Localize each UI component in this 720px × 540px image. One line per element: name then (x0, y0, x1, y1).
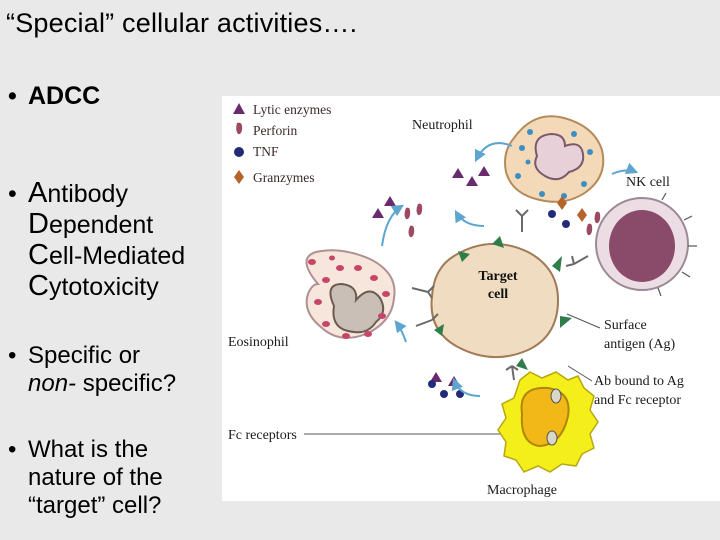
acronym-initial-c: C (28, 239, 49, 271)
acronym-word-dependent: ependent (48, 211, 154, 239)
bullet-acronym-expansion: • Antibody Dependent Cell-Mediated Cytoto… (8, 178, 185, 302)
slide-title: “Special” cellular activities…. (6, 8, 358, 38)
released-mediators (372, 166, 601, 398)
acronym-word-cytotoxicity: ytotoxicity (48, 273, 159, 301)
legend-granzymes: Granzymes (253, 170, 314, 185)
bullet-specific-italic: non- (28, 370, 77, 397)
target-label-1: Target (478, 269, 517, 284)
legend: Lytic enzymes Perforin TNF Granzymes (233, 102, 331, 185)
label-nk-cell: NK cell (626, 175, 670, 190)
label-surface-antigen-1: Surface (604, 318, 647, 333)
label-surface-antigen-2: antigen (Ag) (604, 337, 675, 352)
bullet-target-nature: • What is the nature of the “target” cell… (8, 436, 163, 520)
bullet-nature-line2: nature of the (28, 464, 163, 491)
bullet-specific-line2: specific? (76, 370, 177, 397)
bullet-adcc: • ADCC (8, 82, 100, 110)
release-arrows (381, 142, 639, 397)
legend-tnf: TNF (253, 144, 279, 159)
target-label-2: cell (488, 287, 508, 302)
adcc-diagram: Lytic enzymes Perforin TNF Granzymes Neu… (222, 96, 720, 501)
legend-lytic-enzymes: Lytic enzymes (253, 102, 331, 117)
acronym-initial-a: A (28, 177, 48, 209)
lytic-enzymes-legend-icon (233, 103, 245, 114)
label-eosinophil: Eosinophil (228, 335, 289, 350)
nk-cell (595, 192, 697, 297)
eosinophil-cell (305, 249, 396, 339)
bullet-glyph: • (8, 82, 17, 110)
surface-antigens (434, 236, 572, 370)
granzymes-legend-icon (234, 170, 244, 184)
label-neutrophil: Neutrophil (412, 118, 473, 133)
acronym-word-cell-mediated: ell-Mediated (48, 242, 186, 270)
bullet-glyph: • (8, 342, 17, 369)
bullet-glyph: • (8, 436, 17, 463)
macrophage-cell (497, 371, 599, 473)
adcc-diagram-svg: Lytic enzymes Perforin TNF Granzymes Neu… (228, 102, 697, 498)
label-ab-bound-1: Ab bound to Ag (594, 374, 684, 389)
acronym-initial-c2: C (28, 270, 49, 302)
acronym-initial-d: D (28, 208, 49, 240)
tnf-legend-icon (234, 147, 244, 157)
legend-perforin: Perforin (253, 123, 297, 138)
bullet-specific: • Specific or non- specific? (8, 342, 176, 398)
label-fc-receptors: Fc receptors (228, 428, 297, 443)
bullet-specific-line1: Specific or (28, 342, 141, 369)
label-macrophage: Macrophage (487, 483, 557, 498)
bullet-nature-line3: “target” cell? (28, 492, 162, 519)
bullet-nature-line1: What is the (28, 436, 149, 463)
target-cell: Target cell (430, 236, 572, 370)
neutrophil-cell (504, 115, 605, 203)
bullet-glyph: • (8, 180, 17, 208)
perforin-legend-icon (236, 122, 243, 135)
label-ab-bound-2: and Fc receptor (594, 393, 681, 408)
bullet-adcc-text: ADCC (28, 82, 101, 110)
antibodies (411, 209, 589, 381)
acronym-word-antibody: ntibody (47, 180, 128, 208)
